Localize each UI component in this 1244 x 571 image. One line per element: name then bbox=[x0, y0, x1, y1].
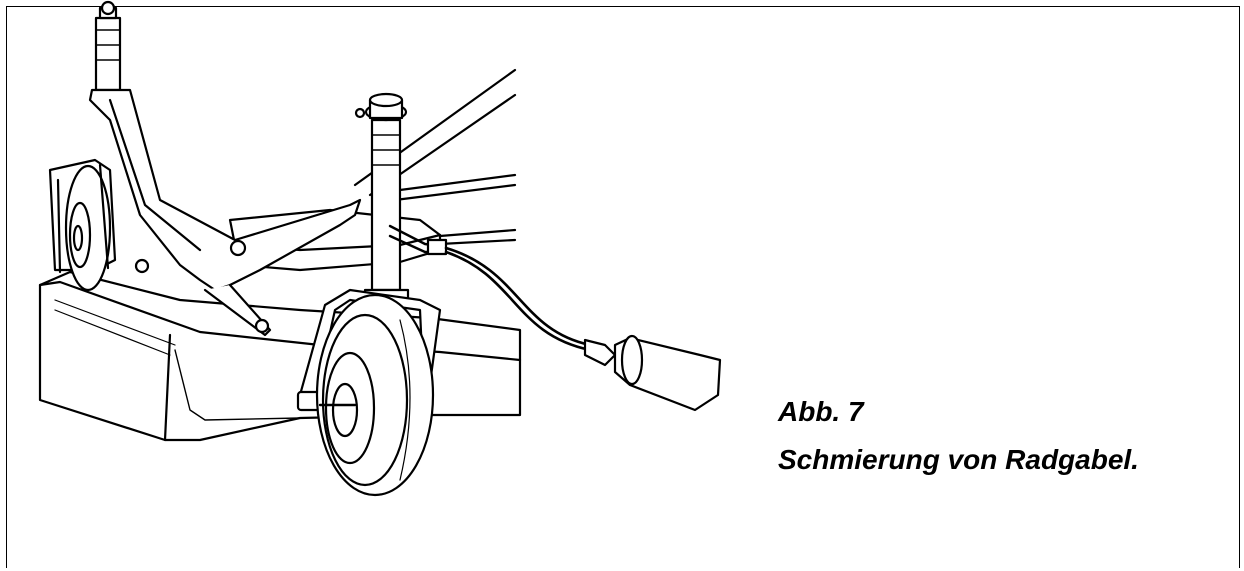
mower-deck bbox=[38, 270, 522, 442]
right-wheel bbox=[315, 293, 435, 497]
right-fork-spindle bbox=[354, 92, 410, 302]
grease-gun bbox=[583, 334, 722, 412]
left-wheel bbox=[48, 158, 117, 292]
figure-number-label: Abb. 7 bbox=[778, 396, 864, 427]
figure-caption: Schmierung von Radgabel. bbox=[778, 444, 1139, 475]
grease-hose bbox=[388, 224, 592, 352]
figure-frame bbox=[6, 6, 1240, 568]
left-column-bracket bbox=[88, 0, 362, 337]
lawn-mower-wheel-fork-grease-gun-icon bbox=[38, 0, 722, 497]
